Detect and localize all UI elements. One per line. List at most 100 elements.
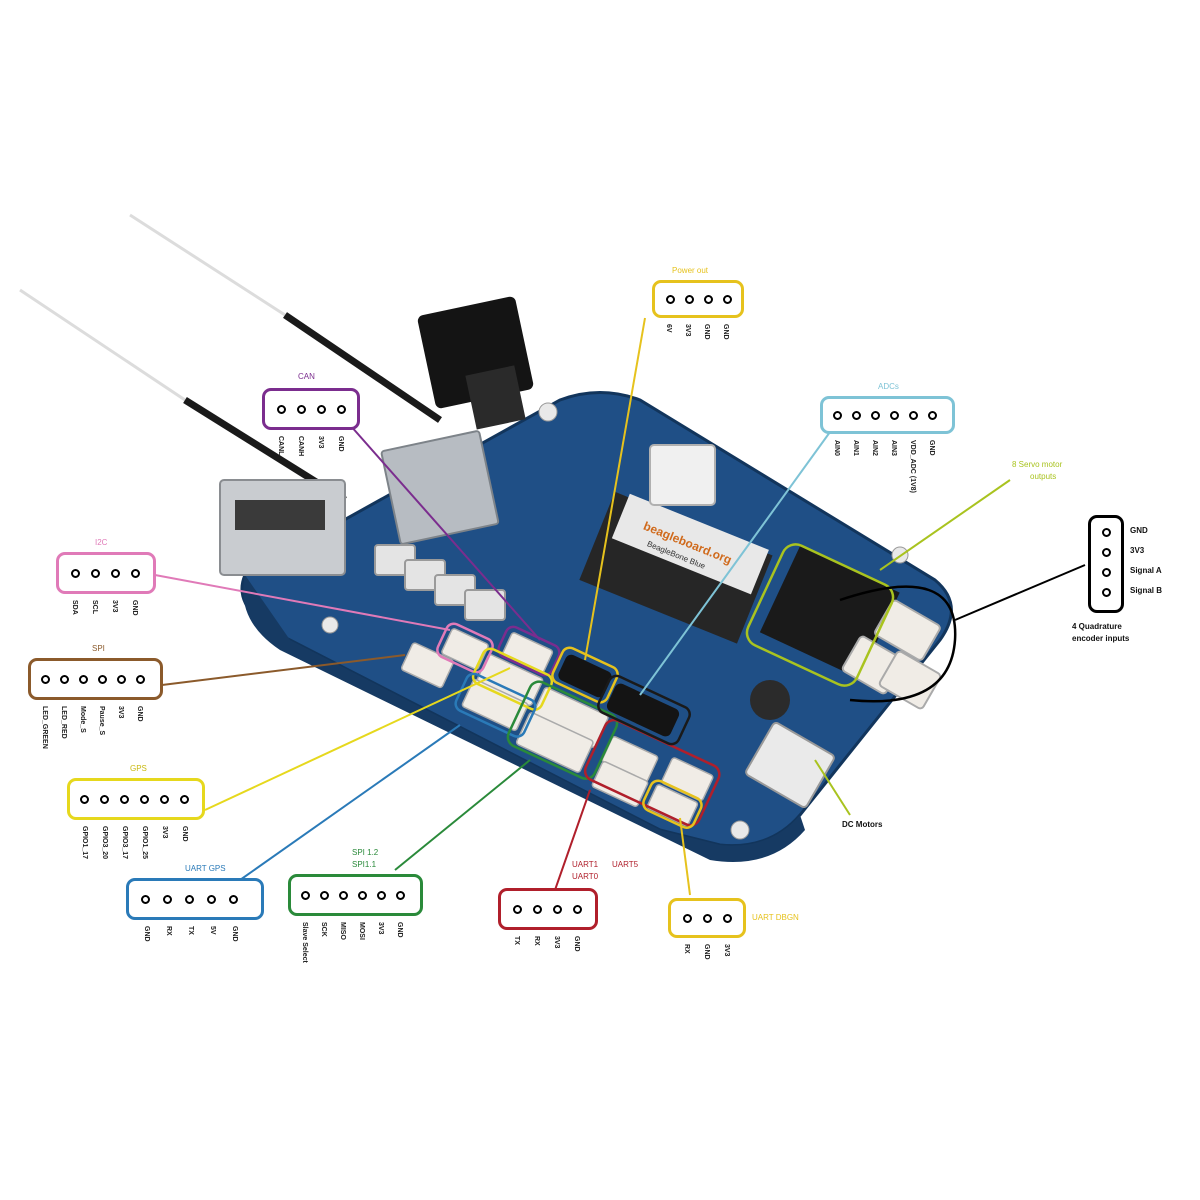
antenna-wire-right [129,213,286,317]
pin-4 [140,795,149,804]
leader-lines [154,317,1086,896]
can-pin-2-label: CANH [297,436,304,457]
uart-pin-1-label: TX [513,936,520,945]
pin-1 [277,405,286,414]
gpio-pin-4-label: GPIO1_25 [141,826,148,860]
pin-4 [573,905,582,914]
servo-title-2: outputs [1030,472,1057,481]
uart-gps-pin-5-label: GND [231,926,238,942]
uart-gps-title: UART GPS [185,864,226,873]
spi-header [288,874,423,916]
uart-title-b: UART5 [612,860,639,869]
can-pin-4-label: GND [337,436,344,452]
encoder-caption-2: encoder inputs [1072,634,1130,643]
antenna-tip-right [283,312,442,423]
spi1-pin-5-label: 3V3 [117,706,124,719]
power-out-connector [558,654,612,698]
spi-title-2: SPI1.1 [352,860,377,869]
uart-gps-pin-2-label: RX [165,926,172,936]
pin-2 [297,405,306,414]
uart-debug-header [668,898,746,938]
can-header [262,388,360,430]
pin-4 [358,891,367,900]
adc-pin-1-label: AIN0 [833,440,840,456]
uart-title: UART1 [572,860,599,869]
uart-header [498,888,598,930]
uart-gps-pin-1-label: GND [143,926,150,942]
spi-pin-6-label: GND [396,922,403,938]
i2c-title: I2C [95,538,108,547]
pin-3 [871,411,880,420]
antenna-wire-left [19,288,186,402]
encoder-pin-1-label: GND [1130,526,1148,535]
spi1-pin-4-label: Pause_S [98,706,105,736]
pin-1 [141,895,150,904]
adc-pin-4-label: AIN3 [890,440,897,456]
i2c-pin-1-label: SDA [71,600,78,615]
spi-pin-3-label: MISO [339,922,346,940]
power-title: Power out [672,266,709,275]
pin-3 [723,914,732,923]
uart-pin-3-label: 3V3 [553,936,560,949]
pin-5 [909,411,918,420]
adc-pin-3-label: AIN2 [871,440,878,456]
gpio-pin-1-label: GPIO1_17 [81,826,88,860]
pin-5 [229,895,238,904]
uart-debug-pin-1-label: RX [683,944,690,954]
pin-1 [301,891,310,900]
pin-4 [131,569,140,578]
encoder-connectors [841,599,942,710]
pin-3 [185,895,194,904]
i2c-pin-2-label: SCL [91,600,98,614]
pin-3 [1102,568,1111,577]
encoder-caption: 4 Quadrature [1072,622,1122,631]
pin-3 [553,905,562,914]
pin-2 [91,569,100,578]
power-pin-2-label: 3V3 [684,324,691,337]
pin-3 [339,891,348,900]
pin-6 [928,411,937,420]
pin-1 [666,295,675,304]
adc-pin-6-label: GND [928,440,935,456]
pin-2 [685,295,694,304]
spi1-pin-2-label: LED_RED [60,706,67,739]
pin-2 [852,411,861,420]
pin-1 [1102,528,1111,537]
spi1-title: SPI [92,644,105,653]
gpio-title: GPS [130,764,147,773]
top-connector [649,444,716,506]
encoder-pin-3-label: Signal A [1130,566,1162,575]
gpio-pin-6-label: GND [181,826,188,842]
i2c-pin-3-label: 3V3 [111,600,118,613]
spi1-pin-6-label: GND [136,706,143,722]
power-pin-3-label: GND [703,324,710,340]
spi-pin-1-label: Slave Select [301,922,308,963]
uart-debug-title: UART DBGN [752,913,799,922]
pin-2 [1102,548,1111,557]
spi-pin-5-label: 3V3 [377,922,384,935]
uart-debug-pin-3-label: 3V3 [723,944,730,957]
i2c-header [56,552,156,594]
power-pin-1-label: 6V [665,324,672,333]
spi1-pin-3-label: Mode_S [79,706,86,733]
uart-pin-2-label: RX [533,936,540,946]
servo-title: 8 Servo motor [1012,460,1063,469]
uart-pin-4-label: GND [573,936,580,952]
pin-4 [1102,588,1111,597]
spi1-pin-1-label: LED_GREEN [41,706,48,749]
pin-5 [160,795,169,804]
adc-title: ADCs [878,382,899,391]
pin-2 [60,675,69,684]
uart-gps-header [126,878,264,920]
i2c-pin-4-label: GND [131,600,138,616]
pin-4 [723,295,732,304]
pin-1 [513,905,522,914]
pin-6 [396,891,405,900]
adc-connector [606,683,680,737]
gpio-header [67,778,205,820]
buttons [374,544,506,621]
gpio-pin-3-label: GPIO3_17 [121,826,128,860]
uart-gps-pin-4-label: 5V [209,926,216,935]
